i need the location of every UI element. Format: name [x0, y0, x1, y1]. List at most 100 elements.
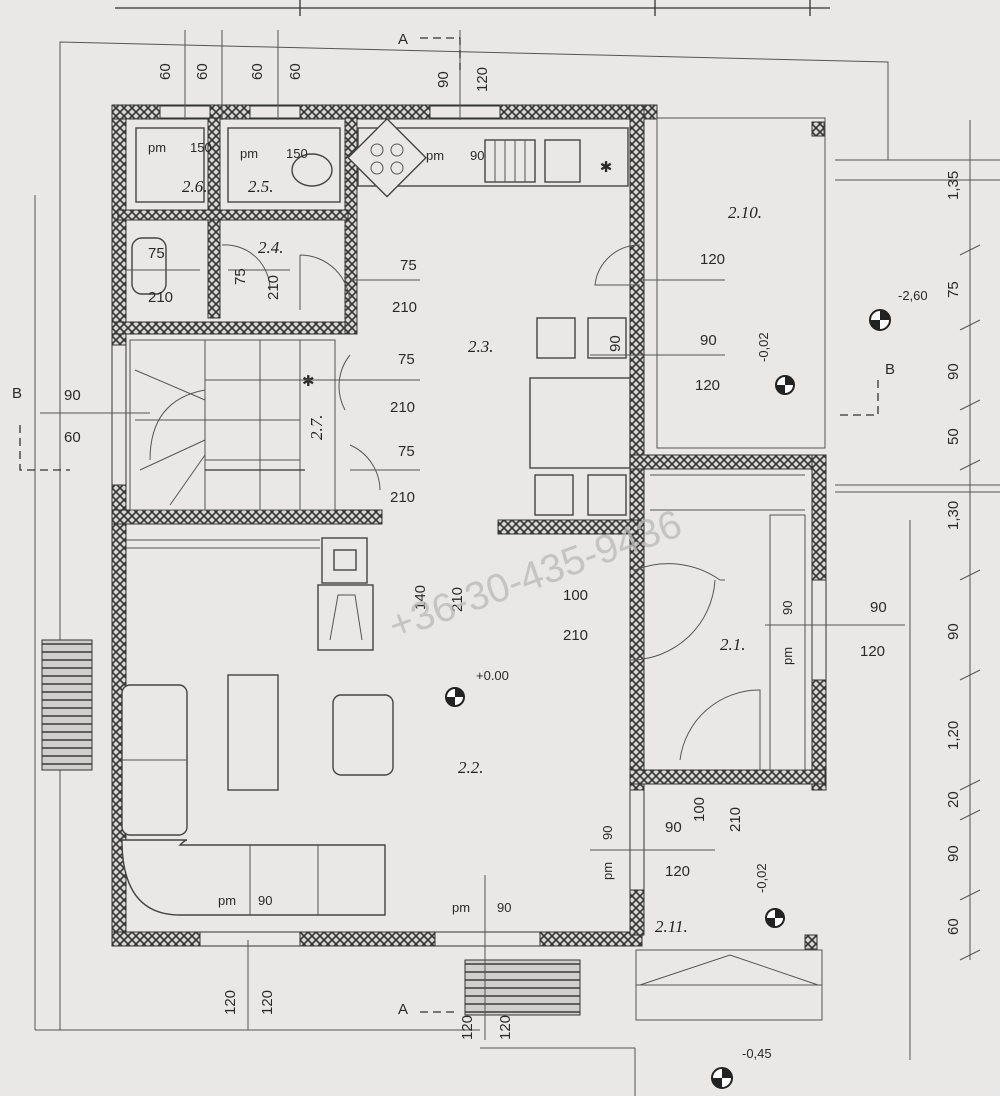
svg-text:90: 90 [497, 900, 511, 915]
door-swings [221, 244, 761, 770]
svg-text:90: 90 [435, 71, 452, 88]
room-label: 2.7. [307, 415, 326, 441]
svg-text:90: 90 [470, 148, 484, 163]
svg-text:120: 120 [695, 377, 720, 394]
bathroom-fixtures [126, 127, 341, 295]
svg-text:140: 140 [412, 585, 429, 610]
svg-text:pm: pm [452, 900, 470, 915]
svg-text:100: 100 [563, 587, 588, 604]
svg-text:120: 120 [222, 990, 239, 1015]
svg-text:✱: ✱ [302, 373, 315, 390]
exterior-walls [111, 104, 827, 947]
svg-text:120: 120 [474, 67, 491, 92]
svg-text:75: 75 [945, 281, 962, 298]
svg-text:60: 60 [287, 63, 304, 80]
level-markers [445, 309, 891, 1089]
svg-text:210: 210 [390, 399, 415, 416]
svg-text:90: 90 [665, 819, 682, 836]
svg-text:-0,02: -0,02 [754, 863, 769, 893]
living-furniture [121, 539, 394, 916]
svg-text:75: 75 [398, 443, 415, 460]
room-label: 2.11. [655, 917, 688, 936]
bottom-dimensions: 120 120 120 120 [222, 990, 514, 1040]
window-labels: pm 150 pm 150 pm 90 pm 90 pm 90 pm 90 pm… [148, 140, 795, 915]
svg-text:60: 60 [945, 918, 962, 935]
top-dimensions: 60 60 60 60 90 120 [157, 63, 491, 92]
svg-text:210: 210 [449, 587, 466, 612]
svg-text:A: A [398, 31, 408, 48]
windows [41, 105, 827, 1016]
svg-text:210: 210 [390, 489, 415, 506]
section-cut-marks [19, 37, 879, 1013]
room-label: 2.1. [720, 635, 746, 654]
svg-text:100: 100 [691, 797, 708, 822]
svg-text:210: 210 [392, 299, 417, 316]
svg-text:120: 120 [860, 643, 885, 660]
svg-text:210: 210 [563, 627, 588, 644]
svg-text:pm: pm [240, 146, 258, 161]
svg-text:210: 210 [727, 807, 744, 832]
hall-wardrobe [650, 474, 806, 771]
room-label: 2.4. [258, 238, 284, 257]
svg-text:✱: ✱ [600, 159, 613, 176]
right-dimensions: 1,35 75 90 50 1,30 90 1,20 20 90 60 [945, 171, 962, 935]
svg-text:60: 60 [249, 63, 266, 80]
svg-text:-0,02: -0,02 [756, 332, 771, 362]
room-label: 2.2. [458, 758, 484, 777]
svg-text:1,20: 1,20 [945, 721, 962, 750]
section-letters: A A B B [12, 31, 895, 1018]
level-texts: +0.00 -0,02 -0,02 -2,60 -0,45 [476, 288, 928, 1061]
svg-text:150: 150 [190, 140, 212, 155]
svg-text:90: 90 [600, 826, 615, 840]
svg-text:-2,60: -2,60 [898, 288, 928, 303]
svg-text:90: 90 [607, 335, 624, 352]
top-dimension-line [115, 0, 830, 16]
svg-text:B: B [885, 361, 895, 378]
svg-text:90: 90 [780, 601, 795, 615]
svg-text:75: 75 [398, 351, 415, 368]
staircase: ✱ [129, 339, 336, 511]
svg-text:20: 20 [945, 791, 962, 808]
section-b-dimensions: 90 60 [64, 387, 81, 446]
svg-text:75: 75 [148, 245, 165, 262]
svg-text:A: A [398, 1001, 408, 1018]
svg-text:60: 60 [194, 63, 211, 80]
svg-text:120: 120 [700, 251, 725, 268]
svg-text:-0,45: -0,45 [742, 1046, 772, 1061]
svg-text:75: 75 [232, 268, 249, 285]
kitchen-counter: ✱ [347, 117, 629, 198]
svg-text:90: 90 [945, 623, 962, 640]
svg-text:210: 210 [148, 289, 173, 306]
entrance-porch [635, 934, 823, 1021]
svg-text:50: 50 [945, 428, 962, 445]
svg-text:pm: pm [600, 862, 615, 880]
svg-text:pm: pm [780, 647, 795, 665]
svg-text:1,30: 1,30 [945, 501, 962, 530]
site-boundary [34, 41, 1000, 1096]
svg-text:90: 90 [945, 363, 962, 380]
svg-text:60: 60 [64, 429, 81, 446]
dining-set [529, 317, 631, 516]
room-labels: 2.1. 2.2. 2.3. 2.4. 2.5. 2.6. 2.7. 2.10.… [182, 177, 762, 936]
svg-text:120: 120 [259, 990, 276, 1015]
svg-text:75: 75 [400, 257, 417, 274]
room-label: 2.10. [728, 203, 762, 222]
room-label: 2.6. [182, 177, 208, 196]
svg-text:90: 90 [258, 893, 272, 908]
svg-text:1,35: 1,35 [945, 171, 962, 200]
svg-text:90: 90 [700, 332, 717, 349]
door-labels: 75 210 75 210 75 210 75 210 75 210 90 12… [148, 245, 887, 880]
svg-text:pm: pm [218, 893, 236, 908]
svg-text:90: 90 [945, 845, 962, 862]
svg-text:pm: pm [426, 148, 444, 163]
svg-text:pm: pm [148, 140, 166, 155]
room-label: 2.5. [248, 177, 274, 196]
svg-text:+0.00: +0.00 [476, 668, 509, 683]
room-label: 2.3. [468, 337, 494, 356]
svg-text:120: 120 [497, 1015, 514, 1040]
svg-text:B: B [12, 385, 22, 402]
svg-text:210: 210 [265, 275, 282, 300]
svg-text:120: 120 [459, 1015, 476, 1040]
svg-text:60: 60 [157, 63, 174, 80]
